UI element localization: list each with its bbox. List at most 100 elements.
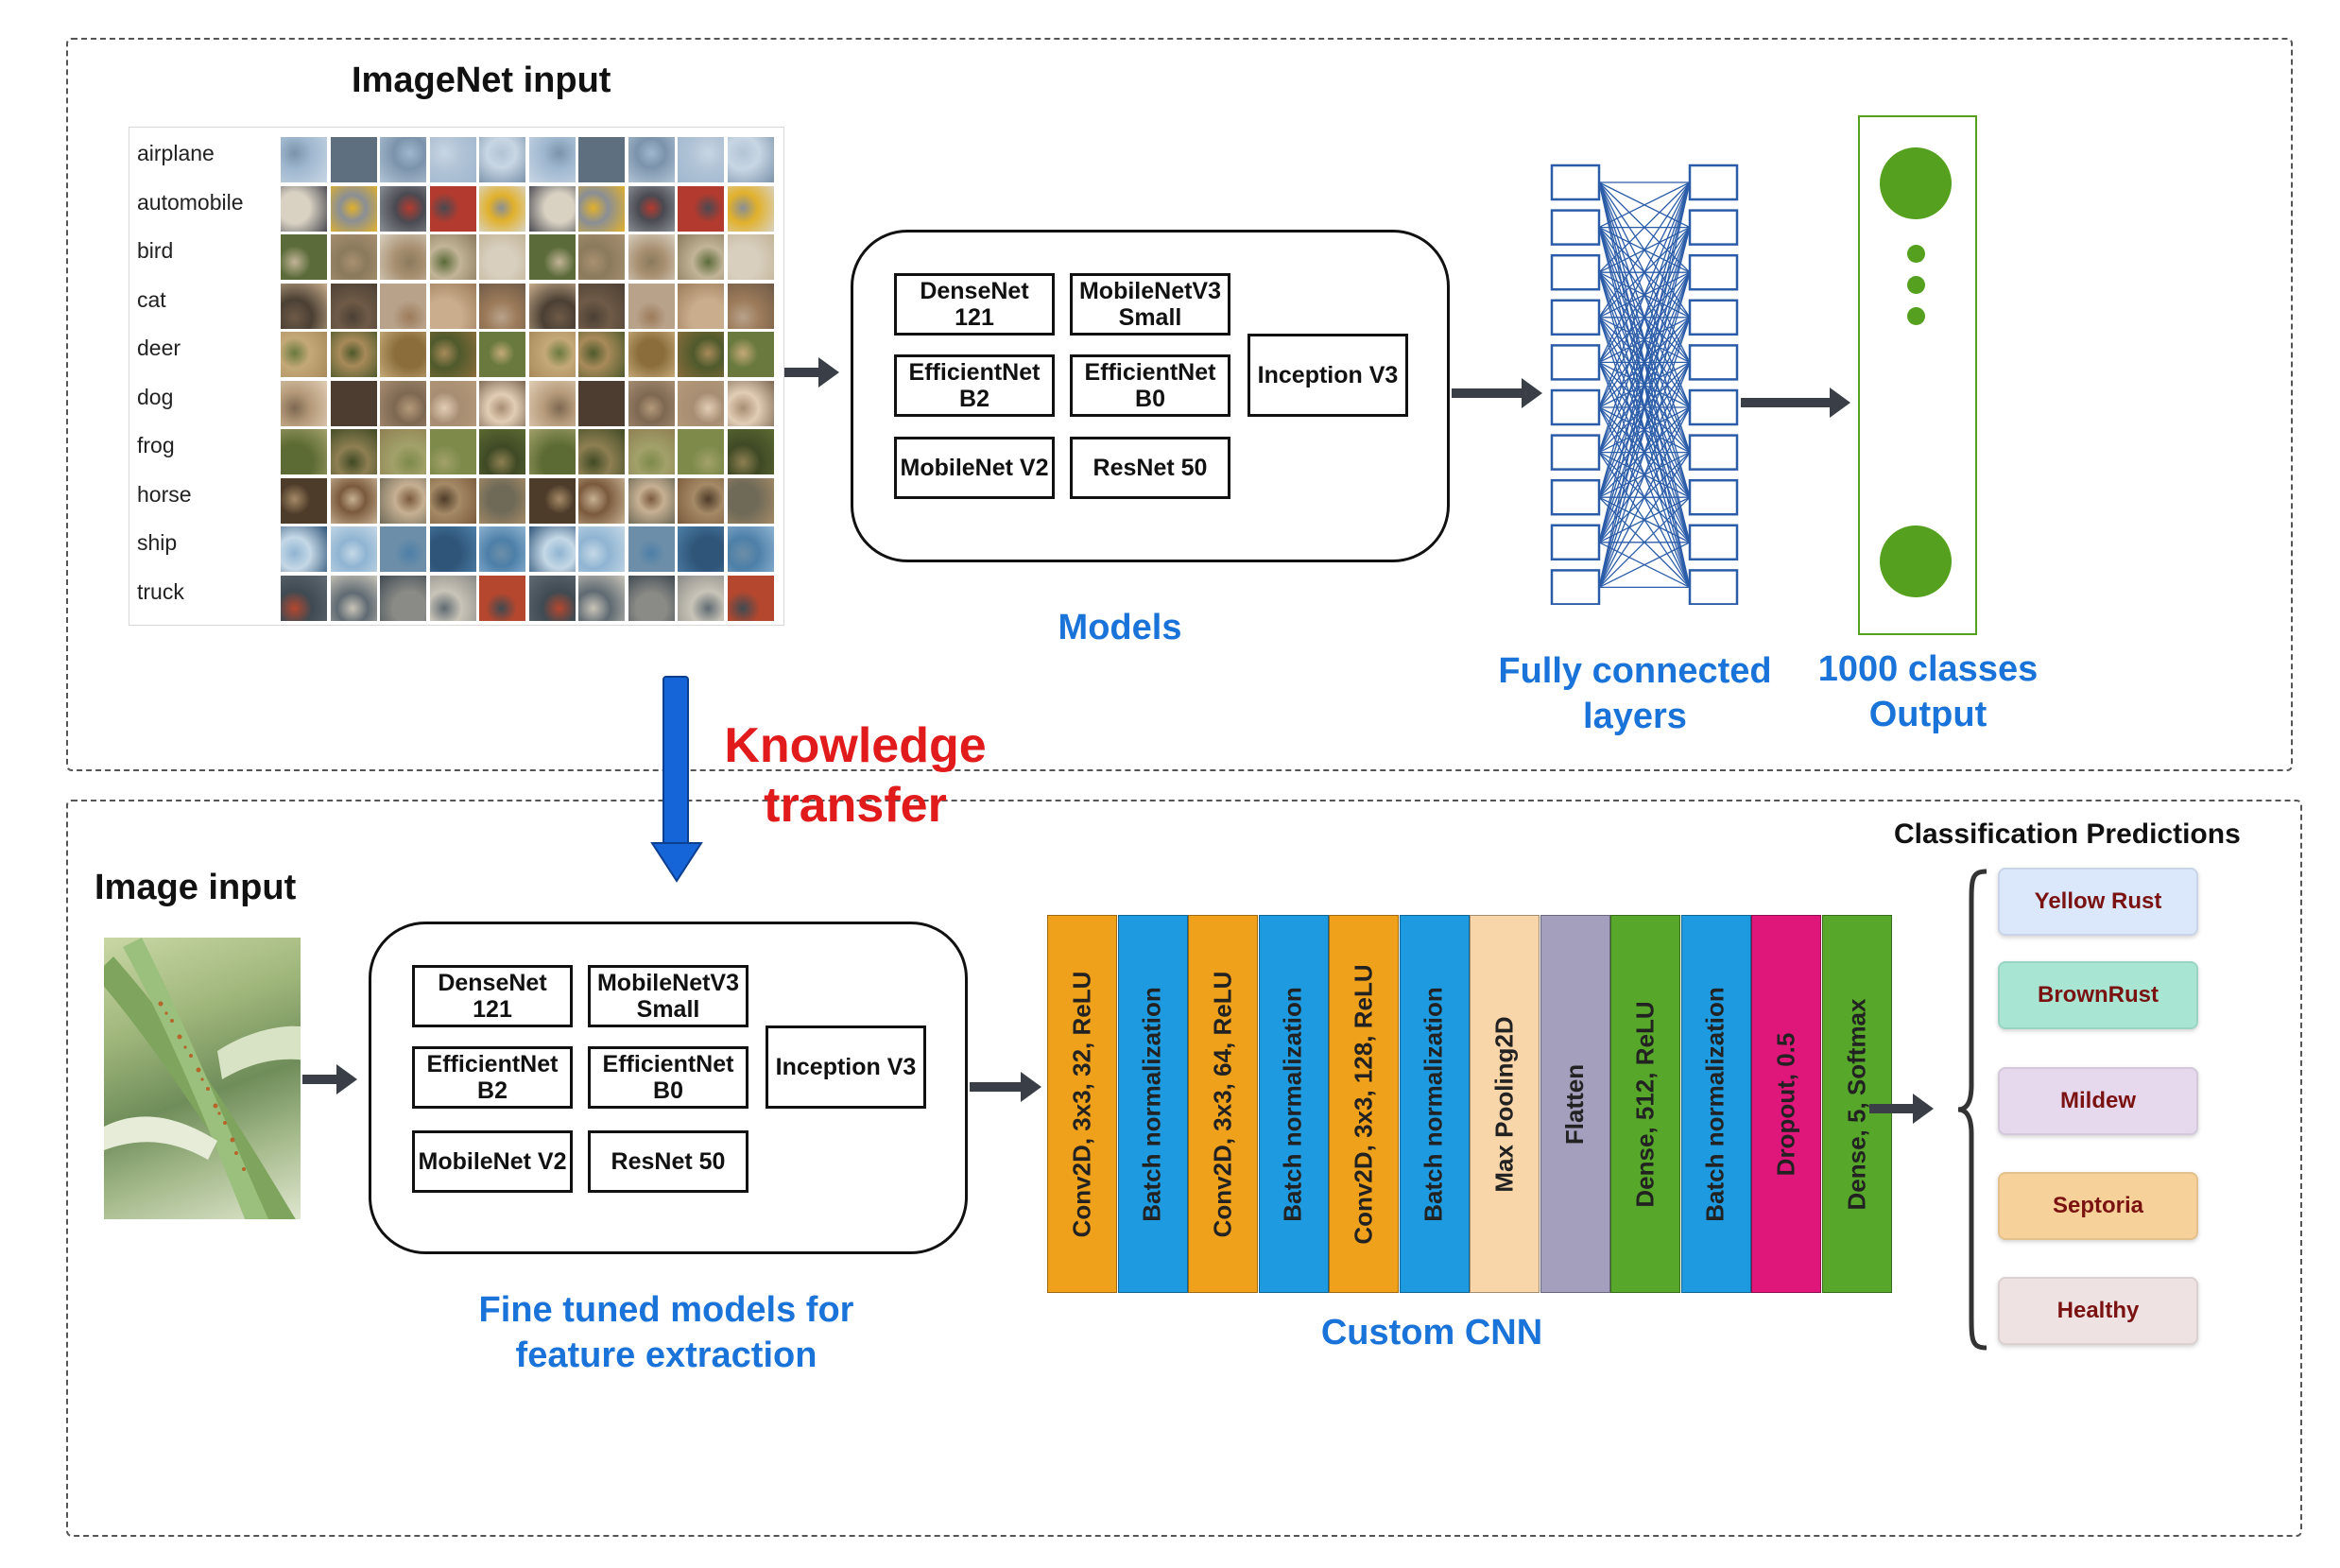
arrow-right-icon (1741, 388, 1850, 418)
sample-thumbnail (528, 137, 576, 182)
fc-connection (1598, 496, 1691, 588)
sample-thumbnail (578, 429, 625, 474)
model-densenet-121: DenseNet 121 (894, 273, 1055, 336)
sample-thumbnail (281, 526, 327, 572)
sample-thumbnail (628, 380, 675, 426)
sample-thumbnail (727, 283, 774, 329)
sample-thumbnail (330, 429, 377, 474)
wheat-leaf-image (104, 938, 301, 1219)
sample-thumbnail (479, 526, 525, 572)
sample-thumbnail (727, 477, 774, 524)
sample-thumbnail (528, 477, 576, 524)
sample-thumbnail (727, 526, 774, 572)
cnn-layer: Conv2D, 3x3, 64, ReLU (1188, 915, 1258, 1293)
prediction-septoria: Septoria (1998, 1172, 2198, 1240)
output-caption: 1000 classes Output (1796, 646, 2060, 738)
sample-thumbnail (628, 575, 675, 621)
sample-thumbnail (429, 477, 476, 524)
sample-thumbnail (528, 234, 576, 280)
sample-thumbnail (429, 234, 476, 280)
brace-icon (1957, 869, 1987, 1351)
sample-thumbnail (330, 234, 377, 280)
sample-thumbnail (380, 185, 426, 232)
sample-thumbnail (330, 526, 377, 572)
image-input-title: Image input (95, 868, 297, 907)
fc-connection (1598, 181, 1691, 319)
sample-thumbnail (281, 185, 327, 232)
cnn-layer: Conv2D, 3x3, 32, ReLU (1047, 915, 1117, 1293)
sample-thumbnail (380, 332, 426, 377)
fc-output-node (1688, 569, 1739, 605)
sample-thumbnail (678, 477, 724, 524)
cnn-layer: Dense, 512, ReLU (1610, 915, 1680, 1293)
sample-thumbnail (281, 380, 327, 426)
sample-thumbnail (727, 575, 774, 621)
cnn-layer-label: Batch normalization (1701, 986, 1730, 1222)
classification-predictions-title: Classification Predictions (1894, 818, 2241, 850)
fc-connection (1598, 227, 1691, 588)
fc-input-node (1550, 164, 1601, 201)
sample-thumbnail (380, 526, 426, 572)
fc-output-node (1688, 388, 1739, 426)
sample-thumbnail (727, 185, 774, 232)
sample-thumbnail (281, 283, 327, 329)
sample-thumbnail (628, 477, 675, 524)
prediction-yellow-rust: Yellow Rust (1998, 868, 2198, 936)
model-mobilenetv3-small: MobileNetV3 Small (1070, 273, 1230, 336)
model-efficientnet-b0: EfficientNet B0 (588, 1046, 748, 1109)
model-resnet-50: ResNet 50 (588, 1130, 748, 1193)
finetuned-caption-line2: feature extraction (515, 1335, 817, 1376)
sample-thumbnail (727, 429, 774, 474)
models-caption: Models (1058, 608, 1182, 647)
sample-thumbnail (528, 526, 576, 572)
fc-output-node (1688, 524, 1739, 561)
fc-output-node (1688, 478, 1739, 516)
model-mobilenet-v2: MobileNet V2 (894, 437, 1055, 499)
sample-thumbnail (429, 526, 476, 572)
fc-connection (1598, 181, 1691, 588)
sample-thumbnail (628, 185, 675, 232)
fc-connection (1598, 317, 1691, 588)
sample-thumbnail (528, 575, 576, 621)
model-efficientnet-b2: EfficientNet B2 (412, 1046, 573, 1109)
cnn-layer: Flatten (1540, 915, 1610, 1293)
class-label-horse: horse (137, 481, 192, 507)
cnn-layer-label: Dense, 5, Softmax (1842, 998, 1871, 1210)
fc-connection (1598, 406, 1691, 588)
output-node (1880, 526, 1952, 597)
arrow-right-icon (1869, 1094, 1934, 1124)
knowledge-transfer-label: Knowledge transfer (699, 716, 1011, 836)
sample-thumbnail (628, 234, 675, 280)
cnn-layer: Batch normalization (1117, 915, 1188, 1293)
fc-output-node (1688, 253, 1739, 291)
model-efficientnet-b0: EfficientNet B0 (1070, 354, 1230, 417)
sample-thumbnail (429, 380, 476, 426)
sample-thumbnail (380, 575, 426, 621)
fc-connection (1598, 452, 1691, 588)
sample-thumbnail (429, 575, 476, 621)
sample-thumbnail (380, 283, 426, 329)
sample-thumbnail (628, 526, 675, 572)
fc-input-node (1550, 434, 1601, 471)
sample-thumbnail (330, 283, 377, 329)
fc-output-node (1688, 344, 1739, 381)
sample-thumbnail (281, 137, 327, 182)
sample-thumbnail (678, 429, 724, 474)
fully-connected-layers-graphic (1550, 164, 1739, 605)
arrow-right-icon (784, 357, 839, 388)
sample-thumbnail (330, 137, 377, 182)
sample-thumbnail (429, 332, 476, 377)
top-panel (66, 38, 2293, 771)
fc-output-node (1688, 299, 1739, 336)
sample-thumbnail (479, 332, 525, 377)
cnn-layer: Conv2D, 3x3, 128, ReLU (1329, 915, 1399, 1293)
sample-thumbnail (678, 332, 724, 377)
cnn-layer: Batch normalization (1399, 915, 1470, 1293)
sample-thumbnail (678, 283, 724, 329)
sample-thumbnail (678, 380, 724, 426)
knowledge-transfer-line1: Knowledge (724, 718, 987, 773)
sample-thumbnail (578, 380, 625, 426)
fc-input-node (1550, 569, 1601, 605)
sample-thumbnail (678, 234, 724, 280)
sample-thumbnail (578, 185, 625, 232)
